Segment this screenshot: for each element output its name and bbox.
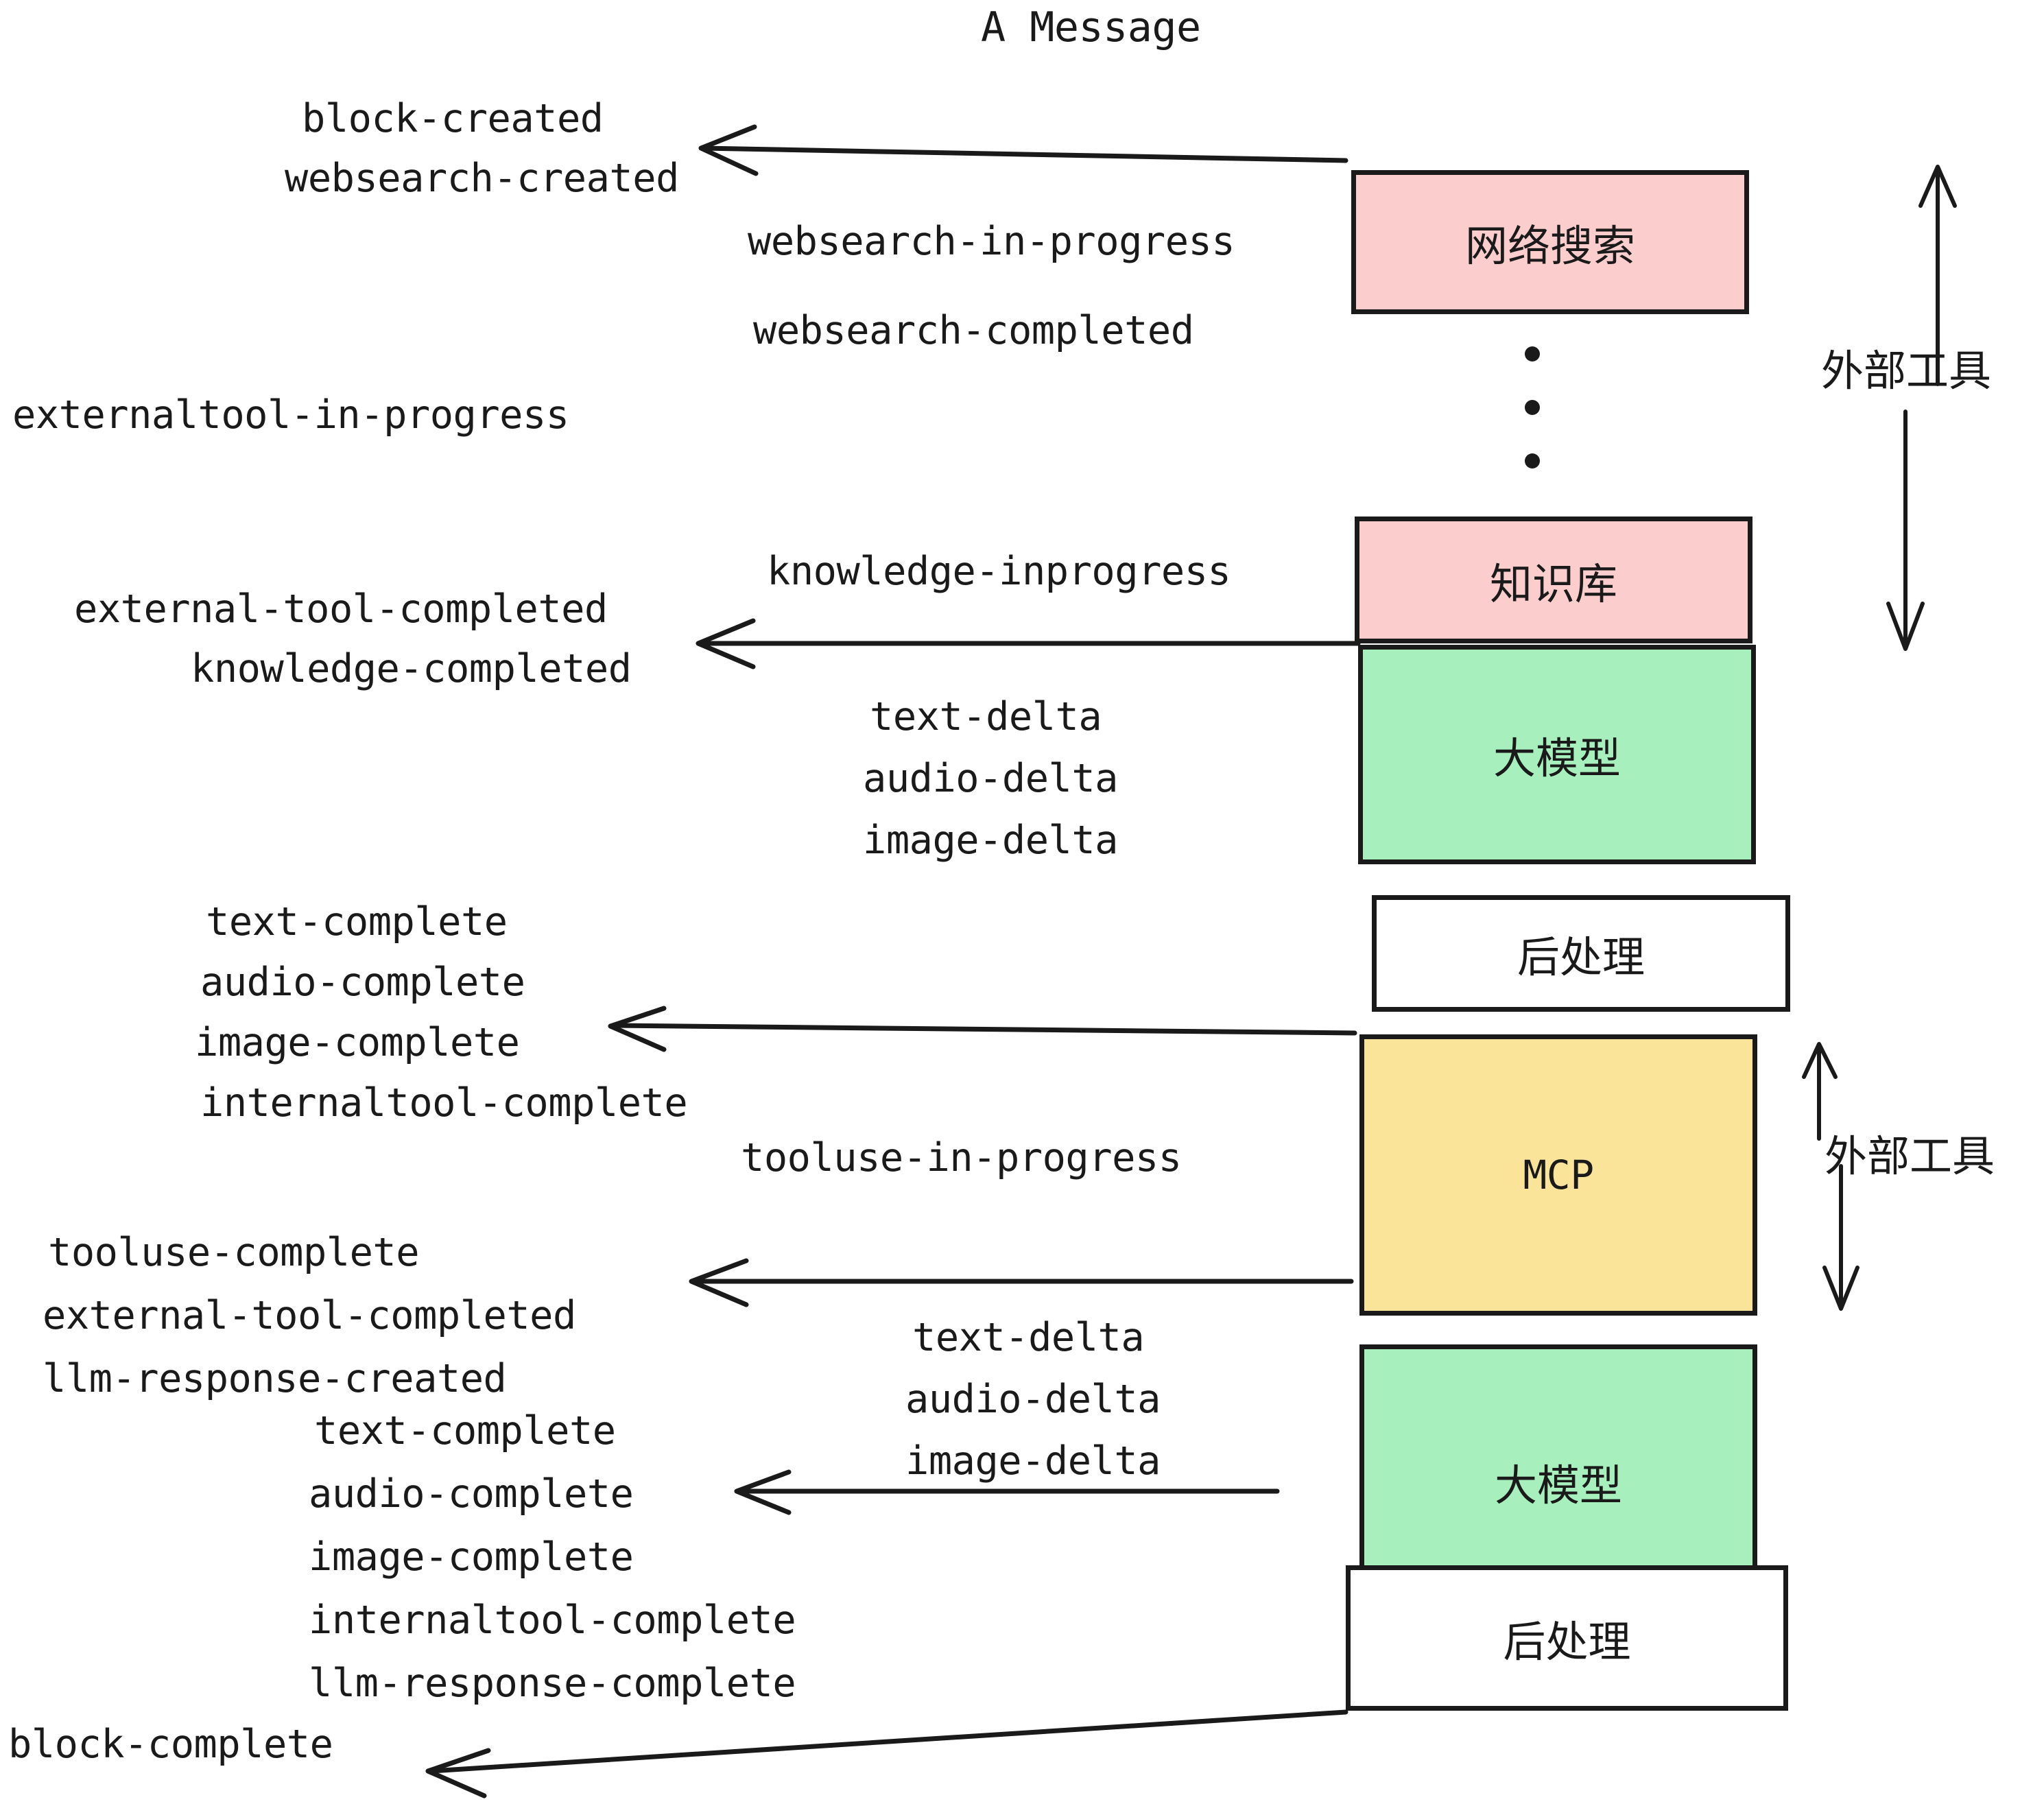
node-box-websearch[interactable]: 网络搜索 (1351, 170, 1749, 314)
external-tool-bracket-top (1886, 165, 1957, 651)
node-label: 后处理 (1503, 1617, 1631, 1667)
event-group-top: block-created websearch-created (285, 89, 679, 209)
event-group-websearch: websearch-in-progress websearch-complete… (748, 197, 1235, 375)
event-group-deltas-1: text-delta audio-delta image-delta (863, 686, 1119, 871)
node-box-post-2[interactable]: 后处理 (1346, 1565, 1788, 1711)
event-label: knowledge-completed (191, 646, 632, 691)
event-group-tooluse-progress: tooluse-in-progress (741, 1128, 1182, 1188)
event-group-completes-1: text-complete audio-complete image-compl… (195, 892, 688, 1133)
event-label: image-complete (309, 1534, 634, 1580)
event-label: block-complete (8, 1722, 333, 1767)
event-label: audio-delta (905, 1377, 1161, 1422)
event-group-tooluse-done: tooluse-complete external-tool-completed… (43, 1221, 576, 1410)
event-group-knowledge-progress: knowledge-inprogress (767, 542, 1231, 602)
node-box-llm-1[interactable]: 大模型 (1358, 645, 1756, 864)
node-label: MCP (1523, 1152, 1594, 1198)
event-label: text-complete (314, 1408, 616, 1453)
arrow-to-image-complete (608, 1006, 1357, 1052)
event-group-externaltool: externaltool-in-progress (12, 385, 569, 445)
event-label: audio-complete (309, 1471, 634, 1517)
event-label: image-complete (195, 1020, 520, 1065)
node-label: 知识库 (1489, 558, 1617, 609)
event-label: external-tool-completed (74, 586, 608, 632)
event-label: external-tool-completed (43, 1293, 576, 1338)
annotation-external-tool-bottom: 外部工具 (1825, 1131, 1995, 1181)
event-label: tooluse-complete (48, 1230, 420, 1275)
ellipsis-dots (1525, 346, 1543, 507)
event-label: websearch-in-progress (748, 219, 1235, 264)
arrow-to-block-complete (425, 1709, 1348, 1799)
annotation-external-tool-top: 外部工具 (1821, 346, 1992, 396)
event-label: text-delta (870, 694, 1102, 739)
event-label: internaltool-complete (200, 1080, 688, 1126)
node-box-post-1[interactable]: 后处理 (1372, 895, 1790, 1012)
dot-icon (1525, 346, 1540, 361)
event-group-knowledge-done: external-tool-completed knowledge-comple… (74, 580, 632, 699)
page-title: A Message (981, 3, 1201, 51)
event-label: image-delta (863, 818, 1119, 863)
arrow-to-tooluse-complete (689, 1258, 1354, 1307)
event-label: text-complete (206, 899, 508, 945)
event-label: internaltool-complete (309, 1598, 796, 1643)
event-label: image-delta (905, 1438, 1161, 1484)
event-label: websearch-completed (753, 308, 1194, 353)
event-label: block-created (302, 96, 604, 141)
event-group-deltas-2: text-delta audio-delta image-delta (905, 1307, 1161, 1492)
event-label: llm-response-complete (309, 1661, 796, 1706)
dot-icon (1525, 400, 1540, 415)
event-group-completes-2: text-complete audio-complete image-compl… (309, 1399, 796, 1715)
event-group-block-complete: block-complete (8, 1715, 333, 1775)
dot-icon (1525, 453, 1540, 468)
arrow-to-knowledge-completed (696, 618, 1361, 669)
arrow-to-block-created (698, 124, 1348, 176)
node-label: 大模型 (1494, 1460, 1622, 1510)
node-label: 大模型 (1493, 733, 1621, 783)
event-label: knowledge-inprogress (767, 549, 1231, 594)
node-label: 网络搜索 (1464, 221, 1635, 271)
event-label: websearch-created (285, 156, 679, 201)
event-label: audio-complete (200, 960, 525, 1005)
event-label: text-delta (912, 1315, 1145, 1360)
node-box-mcp[interactable]: MCP (1359, 1034, 1757, 1316)
node-box-knowledge[interactable]: 知识库 (1355, 517, 1752, 643)
event-label: audio-delta (863, 756, 1119, 801)
node-label: 后处理 (1517, 932, 1645, 982)
event-label: llm-response-created (43, 1356, 507, 1401)
event-label: externaltool-in-progress (12, 392, 569, 438)
event-label: tooluse-in-progress (741, 1135, 1182, 1180)
